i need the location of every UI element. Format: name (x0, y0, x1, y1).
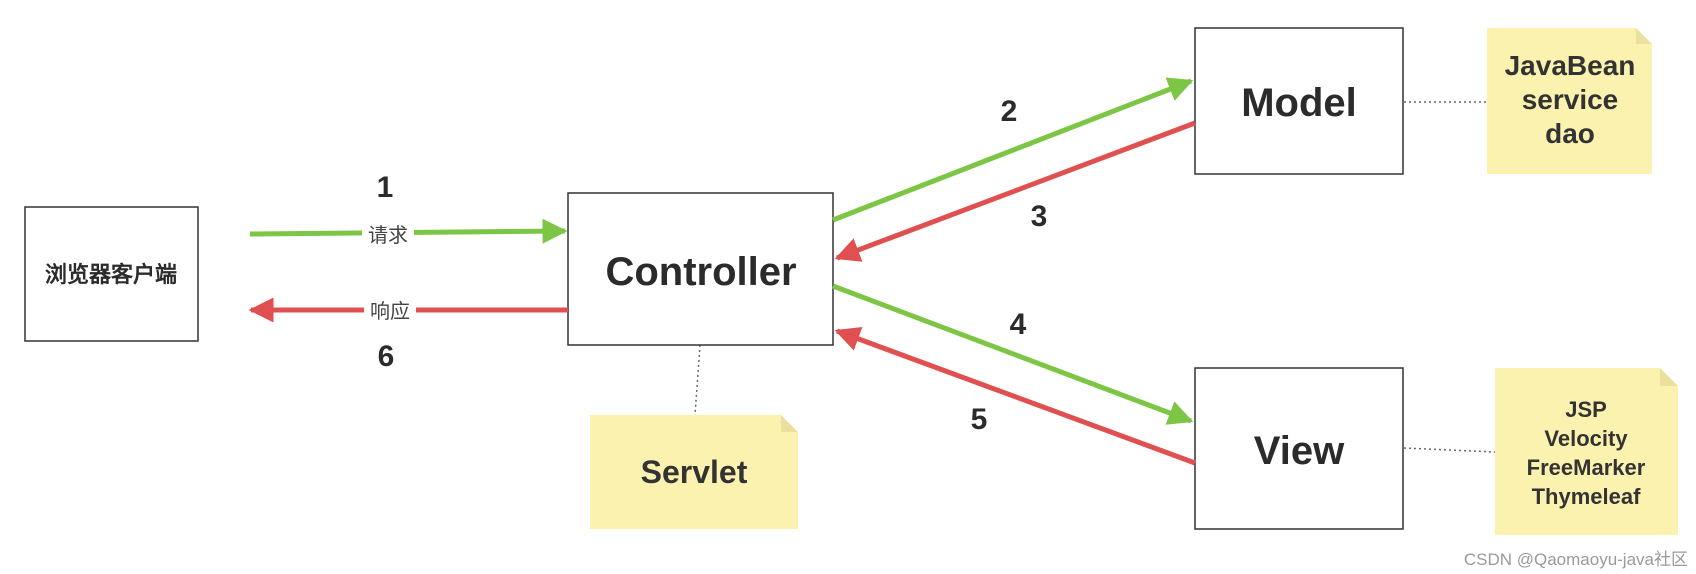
model-note: JavaBean service dao (1487, 28, 1652, 174)
request-label-bg (362, 221, 414, 247)
controller-box (567, 192, 834, 346)
browser-box (24, 206, 199, 342)
to-model-arrow (832, 77, 1194, 223)
from-model-arrow (834, 120, 1196, 262)
response-label: 响应 (370, 300, 410, 323)
step-3: 3 (1031, 200, 1048, 233)
to-view-arrow (832, 283, 1194, 425)
model-note-line-1: JavaBean (1505, 50, 1636, 81)
controller-note-line-1: Servlet (641, 454, 748, 490)
view-note-line-3: FreeMarker (1527, 455, 1646, 480)
step-2: 2 (1001, 95, 1018, 128)
view-note-line-1: JSP (1565, 397, 1607, 422)
step-5: 5 (971, 403, 988, 436)
controller-label: Controller (605, 250, 796, 294)
step-1: 1 (377, 171, 394, 204)
model-note-line-2: service (1522, 84, 1619, 115)
step-4: 4 (1010, 308, 1027, 341)
response-label-bg (364, 297, 416, 323)
controller-note: Servlet (590, 415, 798, 529)
watermark: CSDN @Qaomaoyu-java社区 (1464, 550, 1688, 569)
step-6: 6 (378, 340, 395, 373)
view-note-line-2: Velocity (1544, 426, 1628, 451)
controller-note-connector (694, 344, 701, 416)
model-note-line-3: dao (1545, 118, 1595, 149)
view-box (1194, 367, 1404, 530)
from-view-arrow (834, 327, 1196, 466)
view-note-connector (1403, 447, 1496, 453)
browser-label: 浏览器客户端 (45, 262, 177, 287)
model-label: Model (1241, 81, 1357, 125)
request-label: 请求 (368, 224, 408, 247)
view-label: View (1254, 429, 1345, 473)
view-note: JSP Velocity FreeMarker Thymeleaf (1495, 368, 1678, 535)
model-box (1194, 27, 1404, 175)
view-note-line-4: Thymeleaf (1532, 484, 1641, 509)
